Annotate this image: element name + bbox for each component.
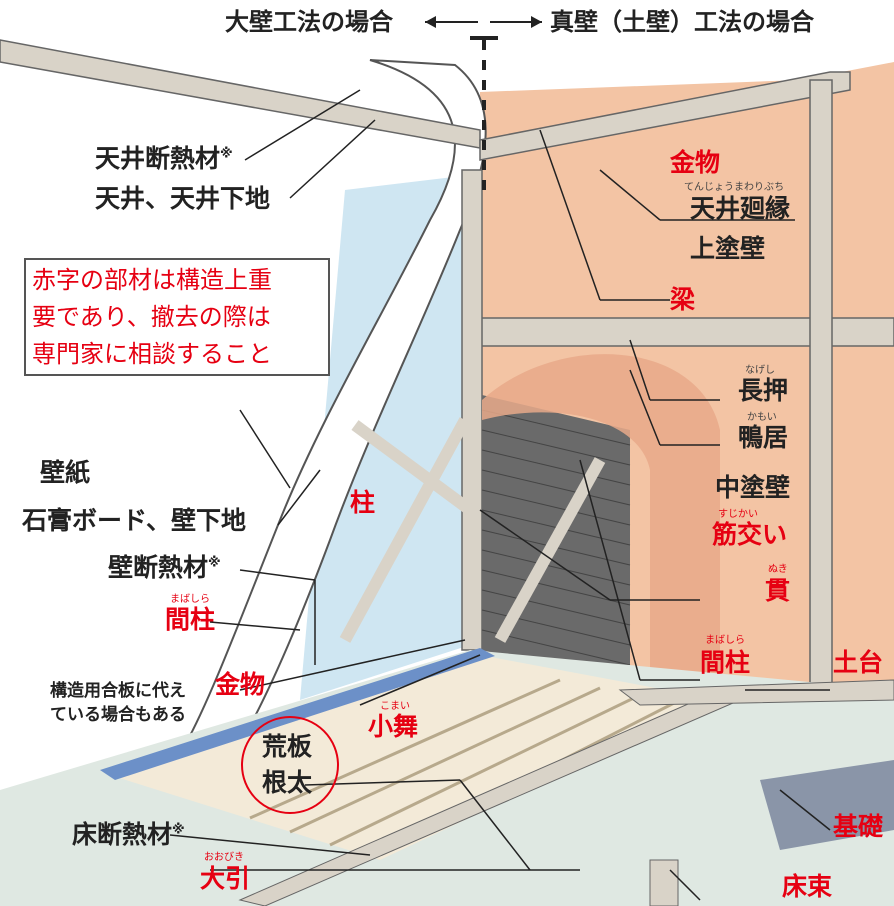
- ruby-komai: こまい: [380, 701, 410, 712]
- brace-left-2: [339, 417, 471, 643]
- floor-joist-area: [110, 655, 720, 860]
- label-tenjo: 天井、天井下地: [95, 184, 271, 213]
- ruby-mabashira-left: まばしら: [170, 594, 210, 605]
- note-line-3: 専門家に相談すること: [32, 340, 272, 368]
- note-line-2: 要であり、撤去の際は: [32, 303, 271, 331]
- araita-circle: [241, 716, 339, 814]
- ruby-nuki: ぬき: [768, 564, 788, 575]
- label-hari: 梁: [670, 285, 696, 314]
- ceiling-beam-right: [479, 71, 851, 161]
- post-corner: [461, 169, 483, 651]
- label-gouban-note-2: ている場合もある: [50, 705, 186, 725]
- label-tenjo-mawaribuchi: 天井廻縁: [690, 194, 791, 223]
- label-komai: 小舞: [368, 712, 419, 741]
- nakanuri-arc: [482, 354, 720, 690]
- dodai-beam: [618, 679, 894, 706]
- ruby-oobiki: おおびき: [204, 852, 244, 863]
- label-sujikai: 筋交い: [712, 520, 788, 549]
- ruby-tenjo-mawaribuchi: てんじょうまわりぶち: [684, 182, 785, 193]
- label-kanamono-left: 金物: [215, 670, 266, 699]
- ruby-sujikai: すじかい: [718, 509, 758, 520]
- warning-note-box: 赤字の部材は構造上重 要であり、撤去の際は 専門家に相談すること: [24, 258, 330, 376]
- label-nuki: 貫: [765, 576, 791, 605]
- label-neda: 根太: [262, 768, 313, 797]
- yukazuka-post: [649, 859, 679, 906]
- ruby-kamoi: かもい: [747, 412, 777, 423]
- label-sekko: 石膏ボード、壁下地: [22, 506, 247, 535]
- label-mabashira-left: 間柱: [165, 605, 216, 634]
- ruby-nageshi: なげし: [745, 365, 775, 376]
- note-line-1: 赤字の部材は構造上重: [32, 266, 272, 294]
- label-dodai: 土台: [833, 648, 884, 677]
- label-hashira: 柱: [350, 488, 376, 517]
- header-right-label: 真壁（土壁）工法の場合: [550, 8, 814, 36]
- label-kabe-dannetsu: 壁断熱材※: [108, 553, 221, 582]
- floor-insulation-edge: [100, 648, 495, 780]
- post-right-1: [809, 79, 833, 701]
- brace-right: [494, 457, 606, 643]
- label-oobiki: 大引: [200, 864, 251, 893]
- label-nageshi: 長押: [738, 376, 789, 405]
- label-kabegami: 壁紙: [40, 458, 91, 487]
- label-kiso: 基礎: [833, 812, 884, 841]
- label-kamoi: 鴨居: [738, 423, 789, 452]
- kiso-foundation: [760, 760, 894, 850]
- label-kanamono-right: 金物: [670, 148, 721, 177]
- header-left-label: 大壁工法の場合: [225, 8, 393, 36]
- ruby-mabashira-right: まばしら: [705, 635, 745, 646]
- label-uwanuri: 上塗壁: [690, 234, 766, 263]
- ceiling-beam-left: [0, 39, 481, 149]
- label-gouban-note-1: 構造用合板に代え: [50, 681, 186, 701]
- label-araita: 荒板: [262, 732, 313, 761]
- label-nakanuri: 中塗壁: [715, 473, 791, 502]
- brace-left: [351, 420, 474, 515]
- label-yuka-dannetsu: 床断熱材※: [72, 820, 185, 849]
- label-mabashira-right: 間柱: [700, 648, 751, 677]
- label-tenjo-dannetsu: 天井断熱材※: [95, 144, 233, 173]
- label-yukazuka: 床束: [782, 872, 833, 901]
